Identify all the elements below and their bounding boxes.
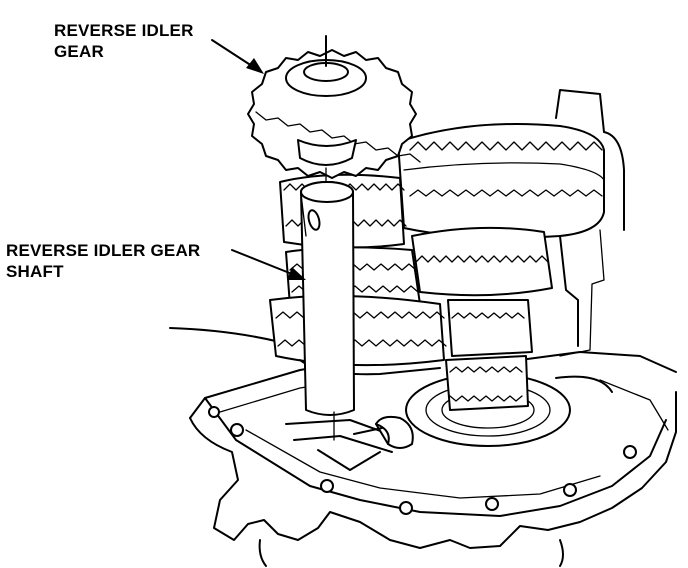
bolt-hole — [623, 445, 637, 459]
label-shaft-line1: REVERSE IDLER GEAR — [6, 241, 201, 260]
bolt-hole — [563, 483, 577, 497]
bolt-hole — [485, 497, 499, 511]
label-gear-line2: GEAR — [54, 42, 104, 61]
label-gear-line1: REVERSE IDLER — [54, 21, 194, 40]
mainshaft-gear-stack — [397, 89, 625, 411]
reverse-idler-gear — [247, 35, 421, 189]
bolt-hole — [399, 501, 413, 515]
bolt-hole — [320, 479, 334, 493]
label-reverse-idler-gear-shaft: REVERSE IDLER GEAR SHAFT — [6, 240, 200, 282]
label-reverse-idler-gear: REVERSE IDLER GEAR — [54, 20, 194, 62]
callout-arrow-gear — [211, 39, 264, 74]
label-shaft-line2: SHAFT — [6, 262, 64, 281]
transmission-case — [169, 327, 677, 567]
bolt-hole — [208, 406, 220, 418]
bolt-hole — [230, 423, 244, 437]
callout-arrow-shaft — [231, 249, 306, 280]
reverse-idler-gear-shaft — [300, 181, 355, 441]
shaft-locating-bracket — [353, 415, 414, 449]
